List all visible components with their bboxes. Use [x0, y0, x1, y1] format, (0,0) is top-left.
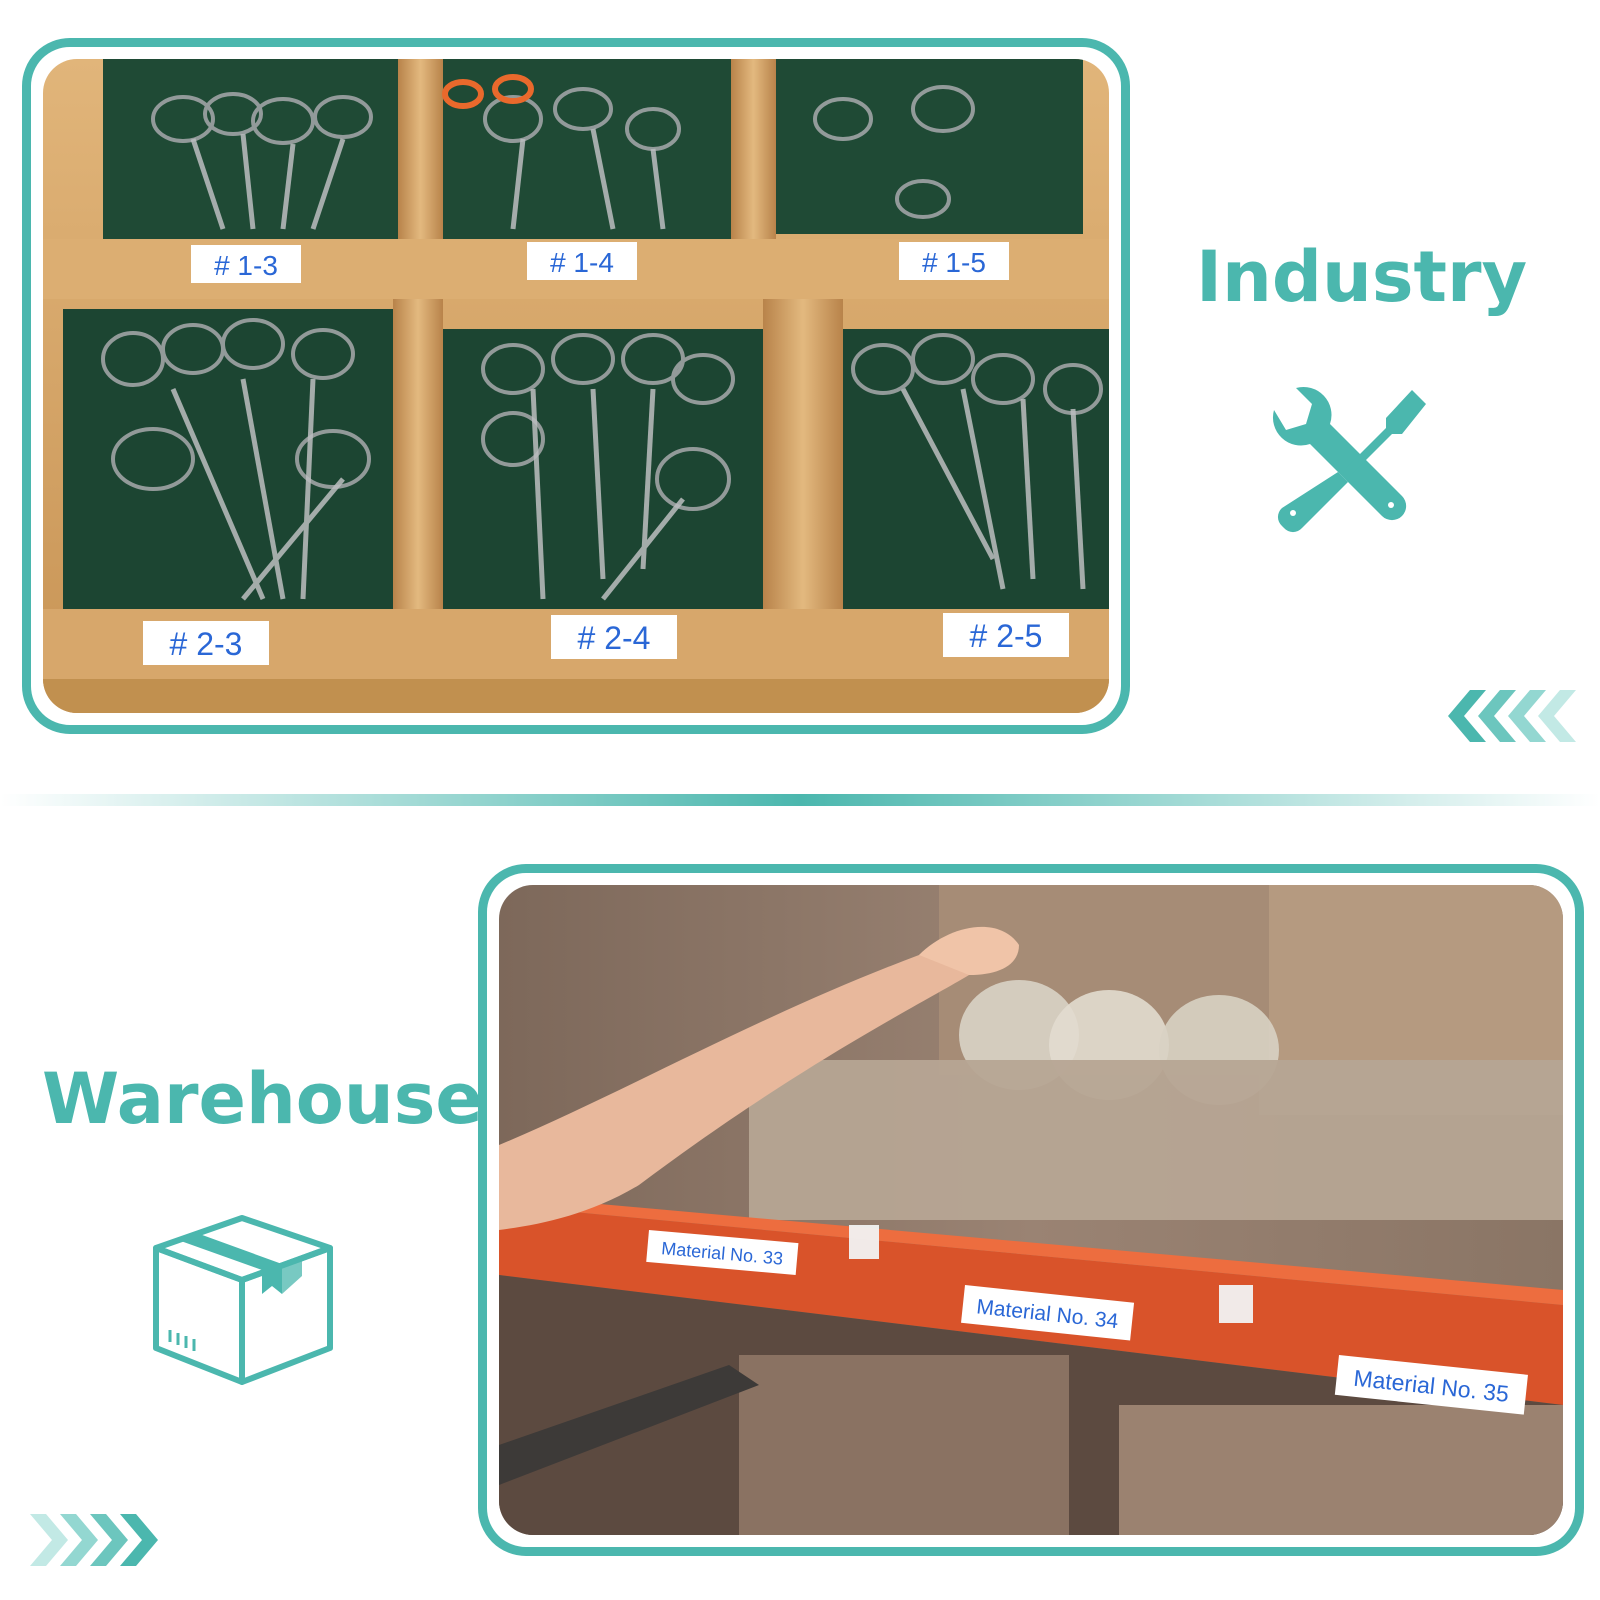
svg-text:# 2-4: # 2-4	[578, 620, 651, 656]
industry-photo: # 1-3 # 1-4 # 1-5 # 2-3 # 2-4 # 2-5	[43, 59, 1109, 713]
bin-label-2-4: # 2-4	[551, 615, 677, 659]
bin-label-1-4: # 1-4	[527, 242, 637, 280]
industry-photo-frame: # 1-3 # 1-4 # 1-5 # 2-3 # 2-4 # 2-5	[22, 38, 1130, 734]
warehouse-shelf-illustration: Material No. 33 Material No. 34 Material…	[499, 885, 1563, 1535]
svg-text:# 2-3: # 2-3	[170, 626, 243, 662]
warehouse-photo: Material No. 33 Material No. 34 Material…	[499, 885, 1563, 1535]
svg-text:# 1-4: # 1-4	[550, 247, 614, 278]
bin-label-1-3: # 1-3	[191, 245, 301, 283]
warehouse-photo-frame: Material No. 33 Material No. 34 Material…	[478, 864, 1584, 1556]
chevron-left-arrows-icon	[1448, 690, 1576, 742]
bin-label-1-5: # 1-5	[899, 242, 1009, 280]
warehouse-heading: Warehouse	[42, 1058, 483, 1140]
svg-text:# 1-3: # 1-3	[214, 250, 278, 281]
bin-label-2-5: # 2-5	[943, 613, 1069, 657]
bin-label-2-3: # 2-3	[143, 621, 269, 665]
chevron-right-arrows-icon	[30, 1514, 158, 1566]
section-divider	[0, 794, 1600, 806]
svg-text:# 1-5: # 1-5	[922, 247, 986, 278]
industry-heading: Industry	[1196, 236, 1528, 318]
shelf-label-33: Material No. 33	[646, 1230, 799, 1275]
tool-drawer-illustration: # 1-3 # 1-4 # 1-5 # 2-3 # 2-4 # 2-5	[43, 59, 1109, 713]
svg-text:# 2-5: # 2-5	[970, 618, 1043, 654]
wrench-screwdriver-icon	[1272, 386, 1426, 533]
package-box-icon	[153, 1215, 333, 1385]
shelf-label-34: Material No. 34	[961, 1285, 1135, 1341]
